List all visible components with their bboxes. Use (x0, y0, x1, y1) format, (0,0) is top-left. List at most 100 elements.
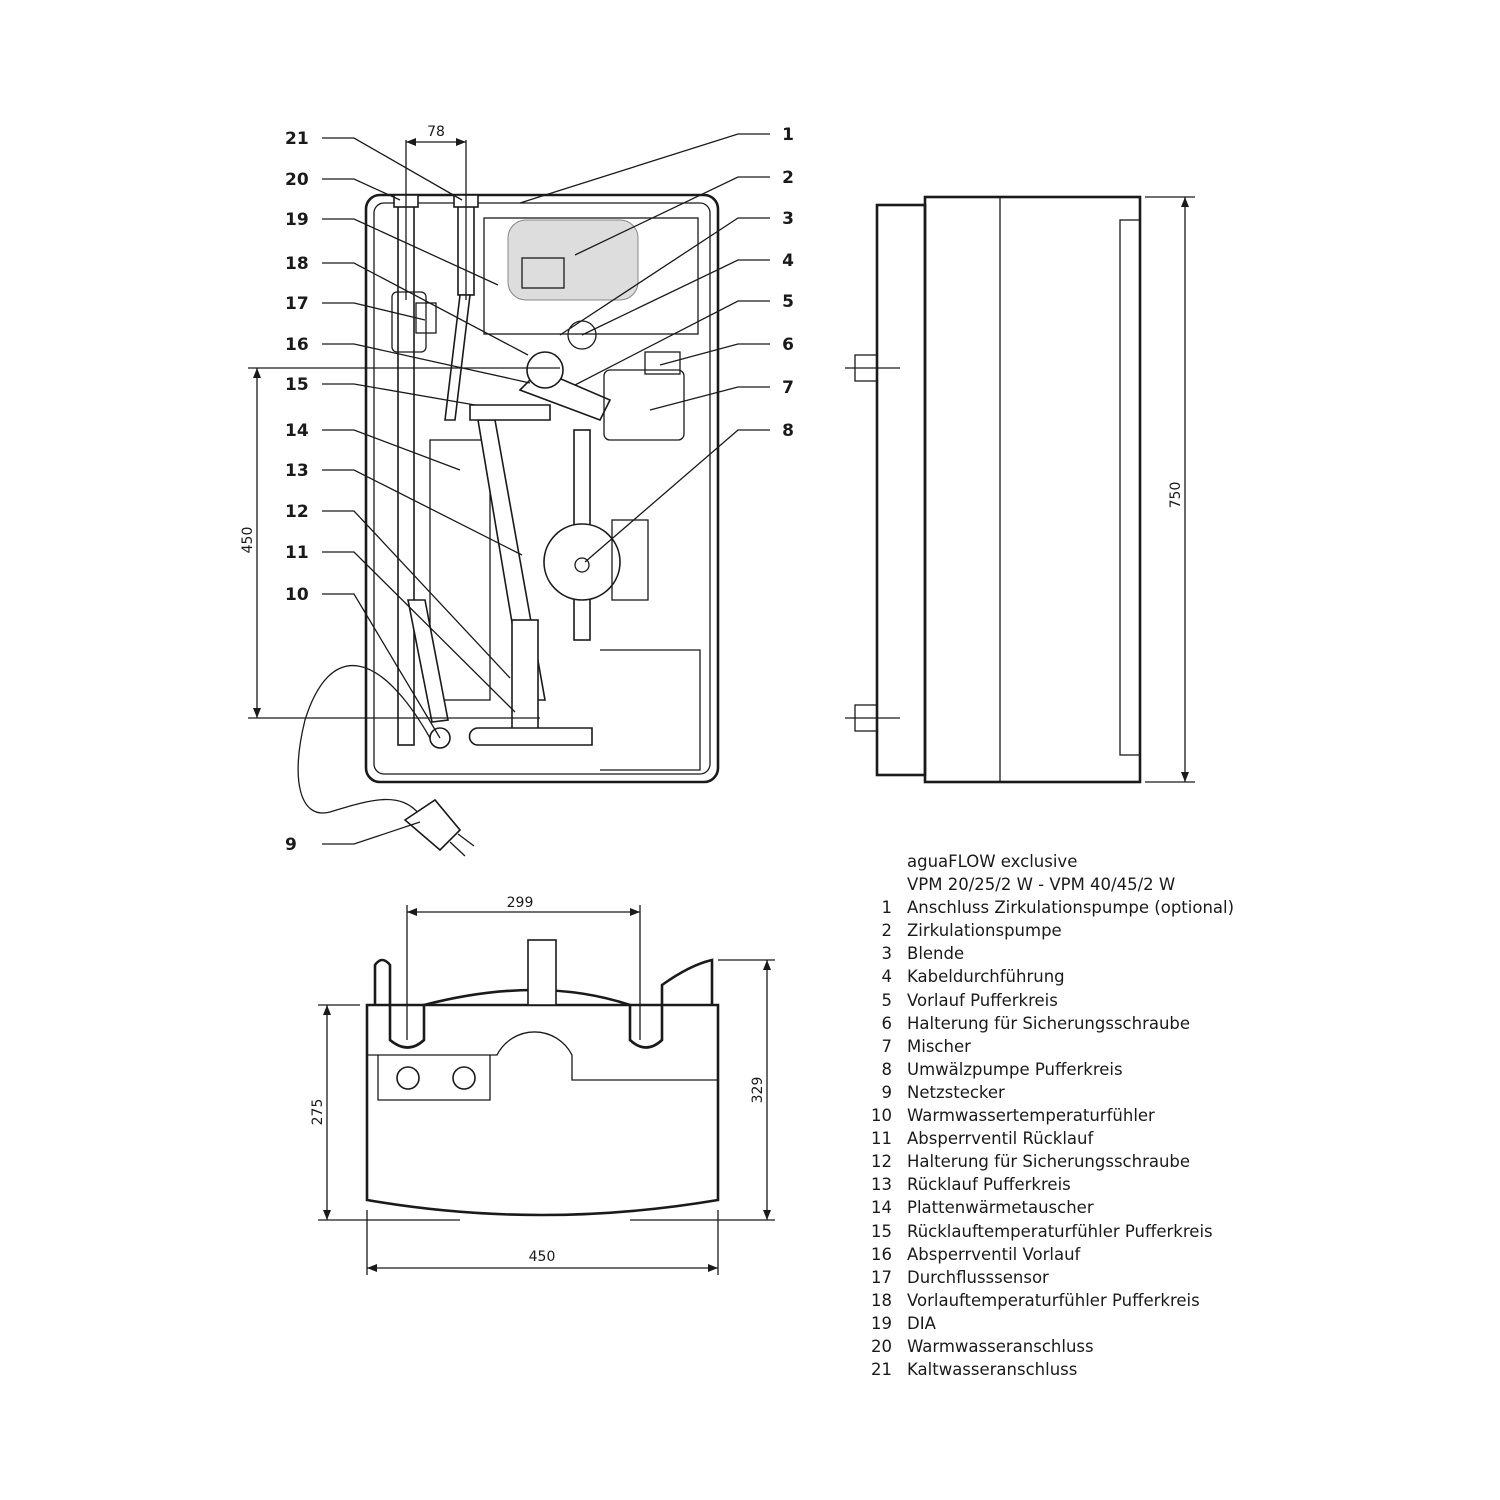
legend-number: 12 (871, 1152, 892, 1172)
product-name: aguaFLOW exclusive (907, 852, 1078, 871)
legend-number: 17 (871, 1267, 892, 1287)
legend-item: 21 Kaltwasseranschluss (862, 1358, 1234, 1381)
legend-item: 5 Vorlauf Pufferkreis (862, 989, 1234, 1012)
legend-number: 21 (871, 1360, 892, 1380)
leader-line (649, 386, 770, 411)
leader-line (322, 510, 511, 679)
leader-line (559, 217, 770, 336)
dim-depth-total: 329 (750, 1077, 766, 1104)
dim-total-height: 750 (1168, 482, 1184, 509)
dim-connection-spacing: 78 (427, 124, 445, 140)
legend-label: Mischer (907, 1036, 971, 1056)
leader-line (322, 821, 421, 845)
callout-number: 20 (285, 170, 309, 190)
callout-number: 17 (285, 294, 309, 314)
legend-number: 14 (871, 1198, 892, 1218)
leader-line (574, 300, 770, 386)
side-view (845, 195, 1195, 784)
legend-label: Halterung für Sicherungsschraube (907, 1013, 1191, 1033)
legend-item: 20 Warmwasseranschluss (862, 1335, 1234, 1358)
dim-depth-inner: 275 (310, 1099, 326, 1126)
leader-line (322, 383, 476, 406)
legend-item: 15 Rücklauftemperaturfühler Pufferkreis (862, 1220, 1234, 1243)
callout-number: 14 (285, 421, 309, 441)
callout-number: 16 (285, 335, 309, 355)
top-view (318, 905, 775, 1275)
leader-line (322, 551, 516, 713)
legend-number: 5 (881, 990, 893, 1010)
callout-number: 7 (782, 378, 794, 398)
leader-line (322, 262, 529, 356)
callout-number: 18 (285, 254, 309, 274)
legend-item: 1 Anschluss Zirkulationspumpe (optional) (862, 896, 1235, 919)
leader-line (322, 429, 461, 471)
legend-label: Absperrventil Rücklauf (907, 1129, 1094, 1149)
legend-label: Anschluss Zirkulationspumpe (optional) (907, 898, 1235, 918)
legend-label: Warmwasseranschluss (907, 1336, 1094, 1356)
legend-label: Umwälzpumpe Pufferkreis (907, 1059, 1123, 1079)
legend-number: 15 (871, 1221, 892, 1241)
callout-number: 10 (285, 585, 309, 605)
callout-number: 12 (285, 502, 309, 522)
leader-line (322, 178, 401, 201)
legend-label: Blende (907, 944, 965, 964)
leader-line (322, 593, 441, 739)
legend-label: Vorlauf Pufferkreis (907, 990, 1058, 1010)
callout-number: 21 (285, 129, 309, 149)
dim-top-spacing: 299 (507, 895, 534, 911)
legend-label: Durchflusssensor (907, 1267, 1049, 1287)
leader-line (322, 218, 499, 286)
front-view (248, 138, 720, 857)
leader-line (322, 302, 426, 321)
legend-item: 18 Vorlauftemperaturfühler Pufferkreis (862, 1289, 1234, 1312)
legend-item: 16 Absperrventil Vorlauf (862, 1243, 1234, 1266)
legend-item: 10 Warmwassertemperaturfühler (862, 1104, 1234, 1127)
callout-leaders (322, 133, 770, 845)
legend-label: Zirkulationspumpe (907, 921, 1062, 941)
legend-number: 1 (881, 898, 893, 918)
legend-label: Rücklauftemperaturfühler Pufferkreis (907, 1221, 1213, 1241)
legend-label: Kabeldurchführung (907, 967, 1065, 987)
model-range: VPM 20/25/2 W - VPM 40/45/2 W (907, 875, 1176, 895)
callout-number: 11 (285, 543, 309, 563)
legend-number: 10 (871, 1106, 892, 1126)
leader-line (322, 343, 531, 384)
callout-number: 5 (782, 292, 794, 312)
legend-label: Rücklauf Pufferkreis (907, 1175, 1071, 1195)
callout-number: 8 (782, 421, 794, 441)
legend-item: 6 Halterung für Sicherungsschraube (862, 1012, 1234, 1035)
legend-number: 7 (881, 1036, 893, 1056)
legend-number: 18 (871, 1290, 892, 1310)
callout-number: 15 (285, 375, 309, 395)
callout-number: 2 (782, 168, 794, 188)
legend-number: 9 (881, 1082, 893, 1102)
callout-number: 6 (782, 335, 794, 355)
legend-label: Absperrventil Vorlauf (907, 1244, 1081, 1264)
legend-label: Kaltwasseranschluss (907, 1360, 1078, 1380)
callout-number: 9 (285, 835, 297, 855)
legend-number: 20 (871, 1336, 892, 1356)
dim-width: 450 (529, 1249, 556, 1265)
leader-line (581, 259, 770, 336)
legend-number: 16 (871, 1244, 892, 1264)
legend-label: Warmwassertemperaturfühler (907, 1106, 1155, 1126)
leader-line (322, 469, 523, 556)
legend-item: 7 Mischer (862, 1035, 1234, 1058)
callout-number: 4 (782, 251, 794, 271)
legend: aguaFLOW exclusive VPM 20/25/2 W - VPM 4… (862, 850, 1234, 1381)
legend-item: 17 Durchflusssensor (862, 1266, 1234, 1289)
legend-label: Vorlauftemperaturfühler Pufferkreis (907, 1290, 1200, 1310)
leader-line (659, 343, 770, 366)
legend-number: 6 (881, 1013, 893, 1033)
leader-line (584, 429, 770, 563)
